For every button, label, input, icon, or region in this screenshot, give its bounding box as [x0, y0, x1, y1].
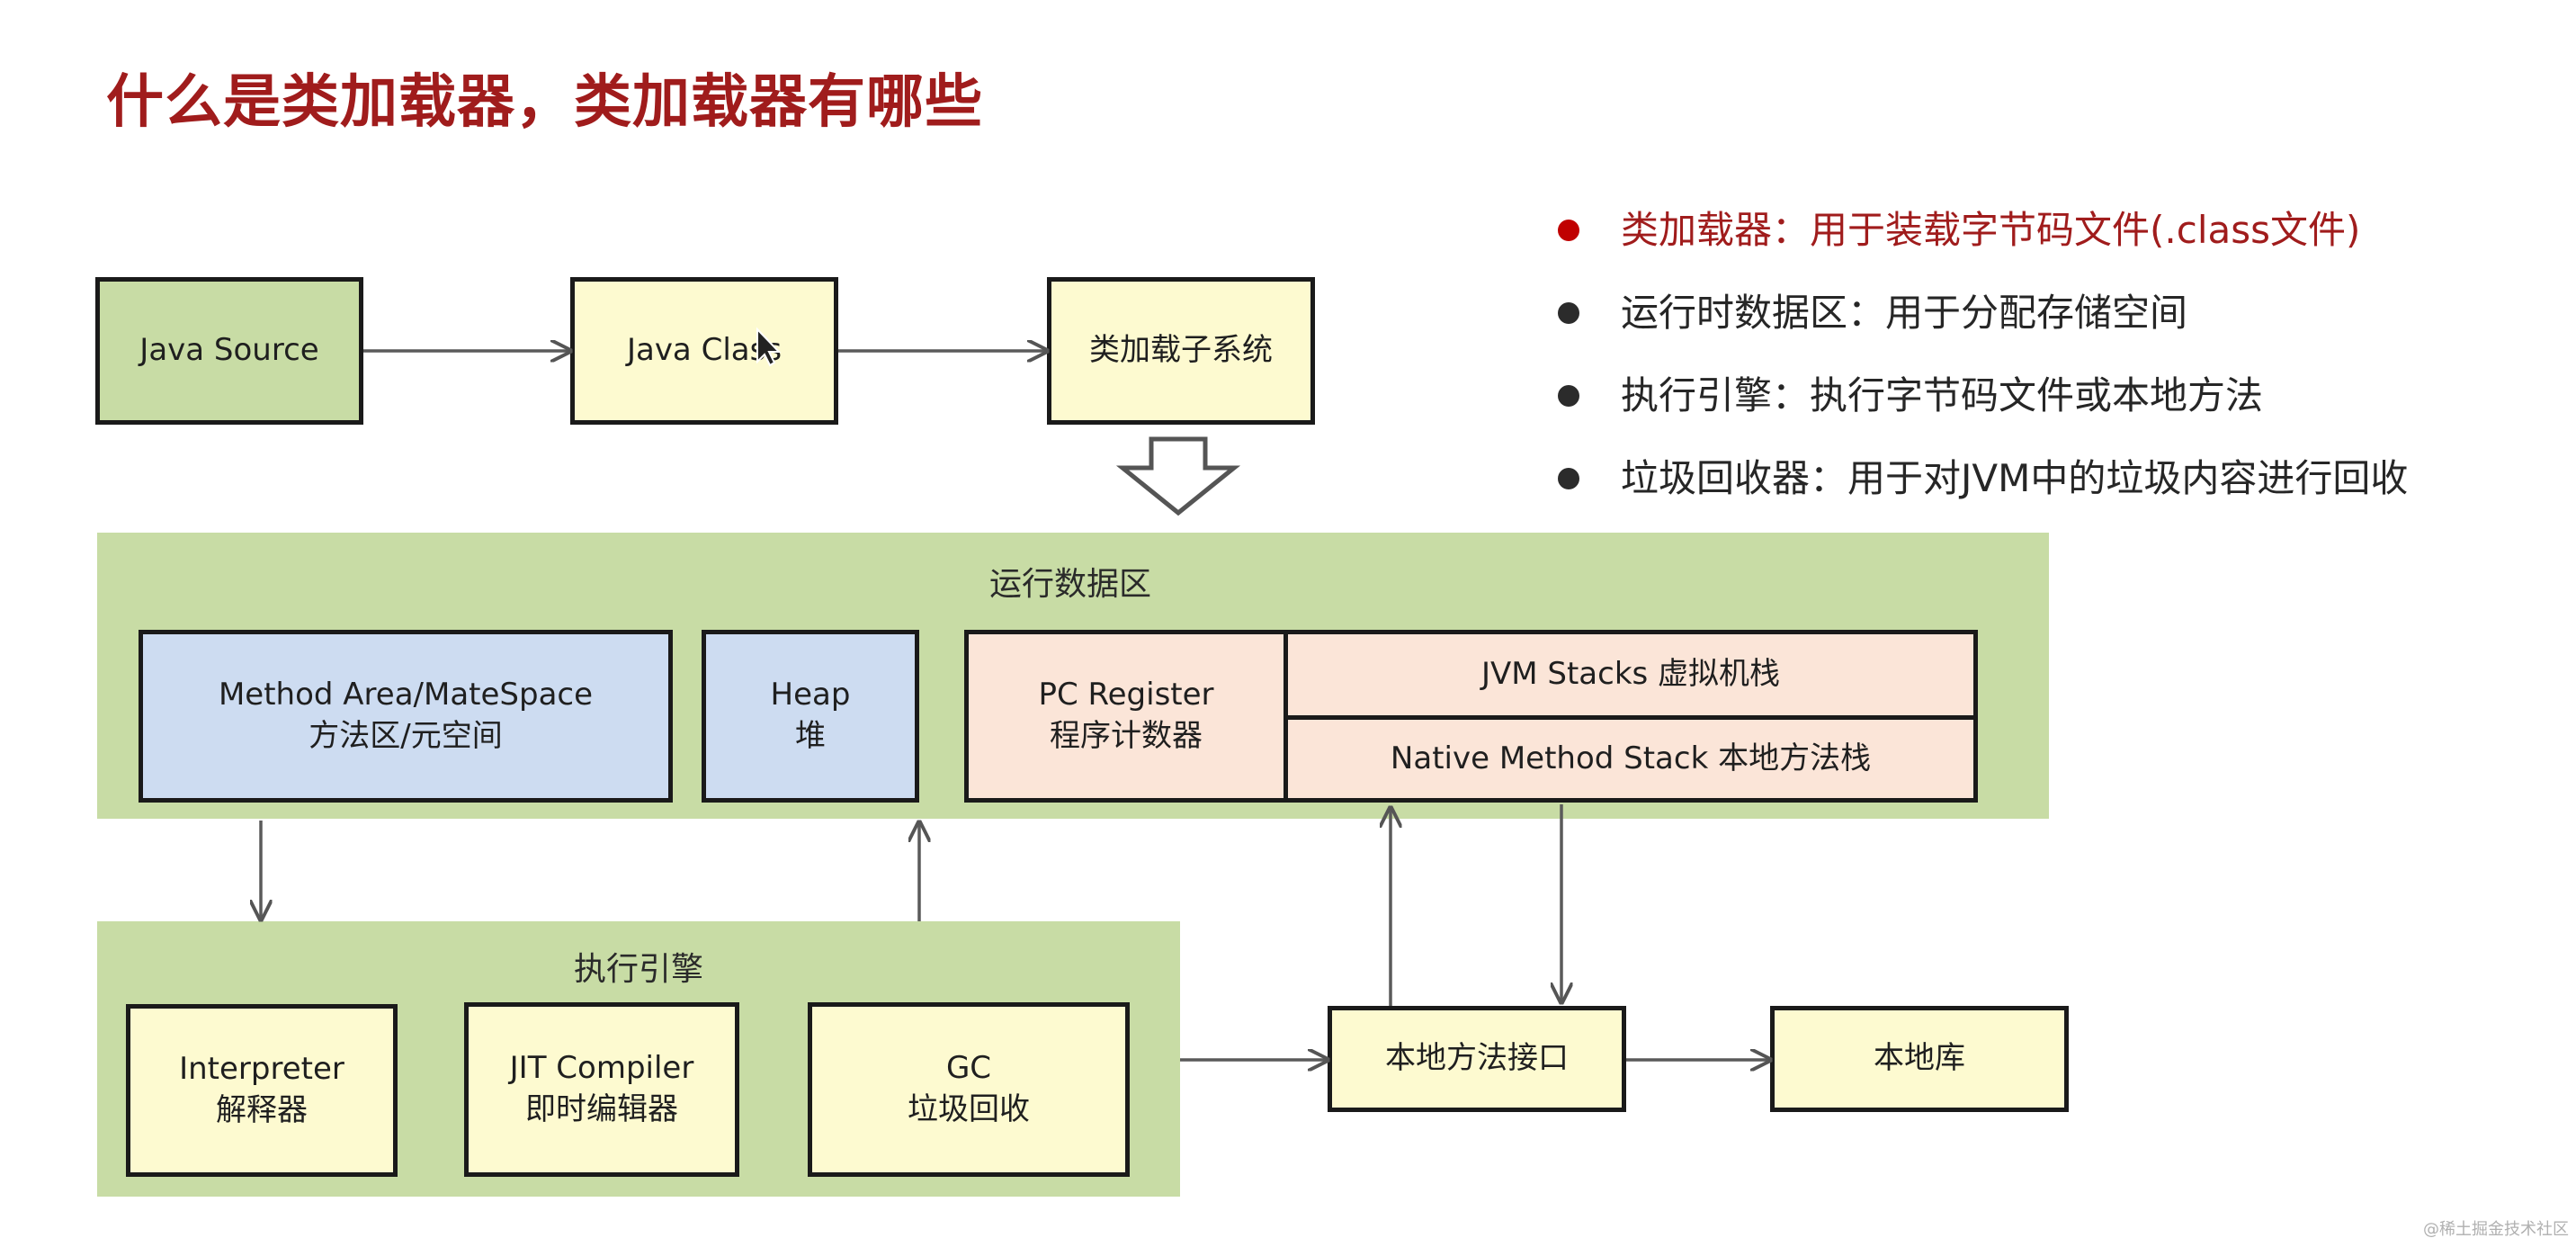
bullet-dot-icon [1558, 302, 1579, 324]
bullet-text: 运行时数据区：用于分配存储空间 [1621, 291, 2188, 335]
watermark: @稀土掘金技术社区 [2423, 1220, 2569, 1239]
bullet-text: 执行引擎：执行字节码文件或本地方法 [1621, 373, 2264, 417]
jit-compiler-box: JIT Compiler 即时编辑器 [464, 1002, 739, 1177]
mouse-cursor-icon [756, 327, 782, 367]
heap-box: Heap 堆 [702, 630, 919, 803]
runtime-data-area-label: 运行数据区 [988, 566, 1151, 603]
jit-compiler-label-zh: 即时编辑器 [524, 1091, 678, 1127]
bullet-dot-icon [1558, 468, 1579, 489]
heap-label-zh: 堆 [795, 718, 826, 754]
bullet-text: 垃圾回收器：用于对JVM中的垃圾内容进行回收 [1621, 456, 2409, 500]
native-method-stack-box: Native Method Stack 本地方法栈 [1284, 715, 1978, 803]
class-loader-subsystem-box: 类加载子系统 [1047, 277, 1315, 425]
pc-register-label-en: PC Register [1038, 677, 1214, 713]
gc-label-zh: 垃圾回收 [908, 1091, 1030, 1127]
interpreter-label-zh: 解释器 [215, 1092, 308, 1128]
bullet-text: 类加载器：用于装载字节码文件(.class文件) [1621, 208, 2361, 252]
execution-engine-label: 执行引擎 [573, 951, 703, 988]
bullet-dot-icon [1558, 220, 1579, 241]
interpreter-label-en: Interpreter [179, 1051, 344, 1088]
java-class-box: Java Class [570, 277, 838, 425]
pc-register-label-zh: 程序计数器 [1049, 718, 1203, 754]
bullet-dot-icon [1558, 385, 1579, 407]
gc-label-en: GC [945, 1050, 992, 1087]
hollow-down-arrow-icon [1115, 436, 1241, 516]
jvm-stacks-box: JVM Stacks 虚拟机栈 [1284, 630, 1978, 720]
method-area-label-zh: 方法区/元空间 [309, 718, 503, 754]
gc-box: GC 垃圾回收 [808, 1002, 1130, 1177]
native-method-interface-box: 本地方法接口 [1328, 1006, 1626, 1112]
native-library-box: 本地库 [1770, 1006, 2069, 1112]
heap-label-en: Heap [770, 677, 851, 713]
pc-register-box: PC Register 程序计数器 [964, 630, 1288, 803]
method-area-label-en: Method Area/MateSpace [218, 677, 594, 713]
java-source-box: Java Source [95, 277, 363, 425]
page-title: 什么是类加载器，类加载器有哪些 [106, 69, 983, 136]
method-area-box: Method Area/MateSpace 方法区/元空间 [139, 630, 673, 803]
jit-compiler-label-en: JIT Compiler [509, 1050, 694, 1087]
interpreter-box: Interpreter 解释器 [126, 1004, 398, 1177]
